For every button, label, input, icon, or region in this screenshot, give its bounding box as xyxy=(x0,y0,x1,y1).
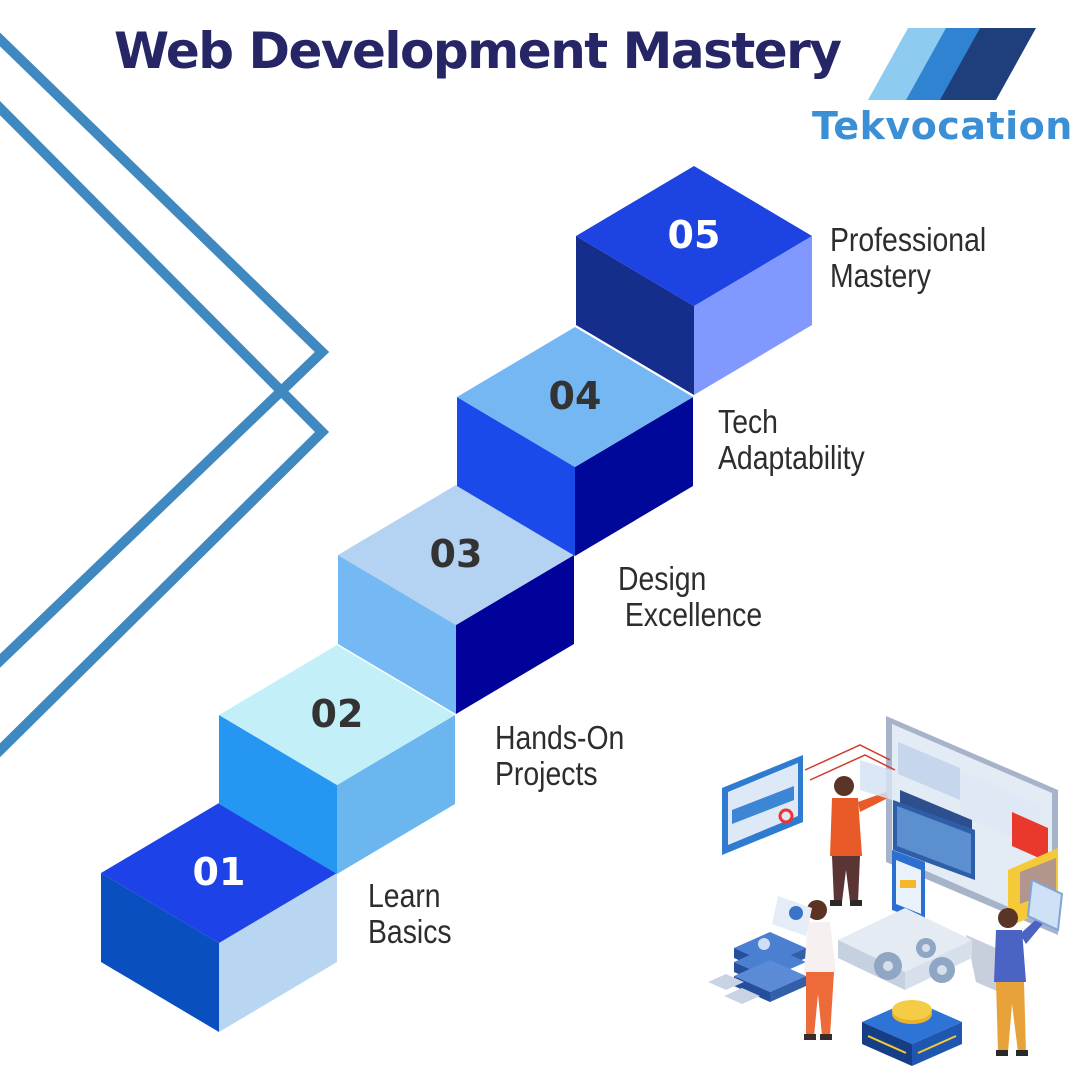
step-number-05: 05 xyxy=(668,213,721,257)
step-cube-05: 05 xyxy=(576,166,812,395)
decorative-chevron-lines xyxy=(0,32,330,758)
web-developers-illustration xyxy=(708,716,1064,1066)
step-label-04-line1: Tech xyxy=(718,403,778,440)
step-label-01: Learn Basics xyxy=(368,878,452,950)
step-label-05-line1: Professional xyxy=(830,221,987,258)
step-cube-03: 03 xyxy=(338,485,574,714)
step-label-05-line2: Mastery xyxy=(830,257,931,294)
step-number-03: 03 xyxy=(430,532,483,576)
step-label-01-line2: Basics xyxy=(368,913,452,950)
step-cube-04: 04 xyxy=(457,327,693,556)
page-title: Web Development Mastery xyxy=(114,22,842,80)
tekvocation-logo-icon xyxy=(868,28,1036,100)
step-label-02-line1: Hands-On xyxy=(495,719,625,756)
step-label-03-line1: Design xyxy=(618,560,707,597)
step-label-02-line2: Projects xyxy=(495,755,598,792)
step-label-05: Professional Mastery xyxy=(830,222,986,294)
step-label-03: Design Excellence xyxy=(618,561,762,633)
step-label-03-line2: Excellence xyxy=(624,596,763,633)
step-number-01: 01 xyxy=(193,850,246,894)
step-number-04: 04 xyxy=(549,374,602,418)
brand-name: Tekvocation xyxy=(812,104,1073,148)
step-label-04-line2: Adaptability xyxy=(718,439,865,476)
step-label-01-line1: Learn xyxy=(368,877,441,914)
step-number-02: 02 xyxy=(311,692,364,736)
step-label-04: Tech Adaptability xyxy=(718,404,865,476)
step-cube-02: 02 xyxy=(219,645,455,874)
step-label-02: Hands-On Projects xyxy=(495,720,624,792)
